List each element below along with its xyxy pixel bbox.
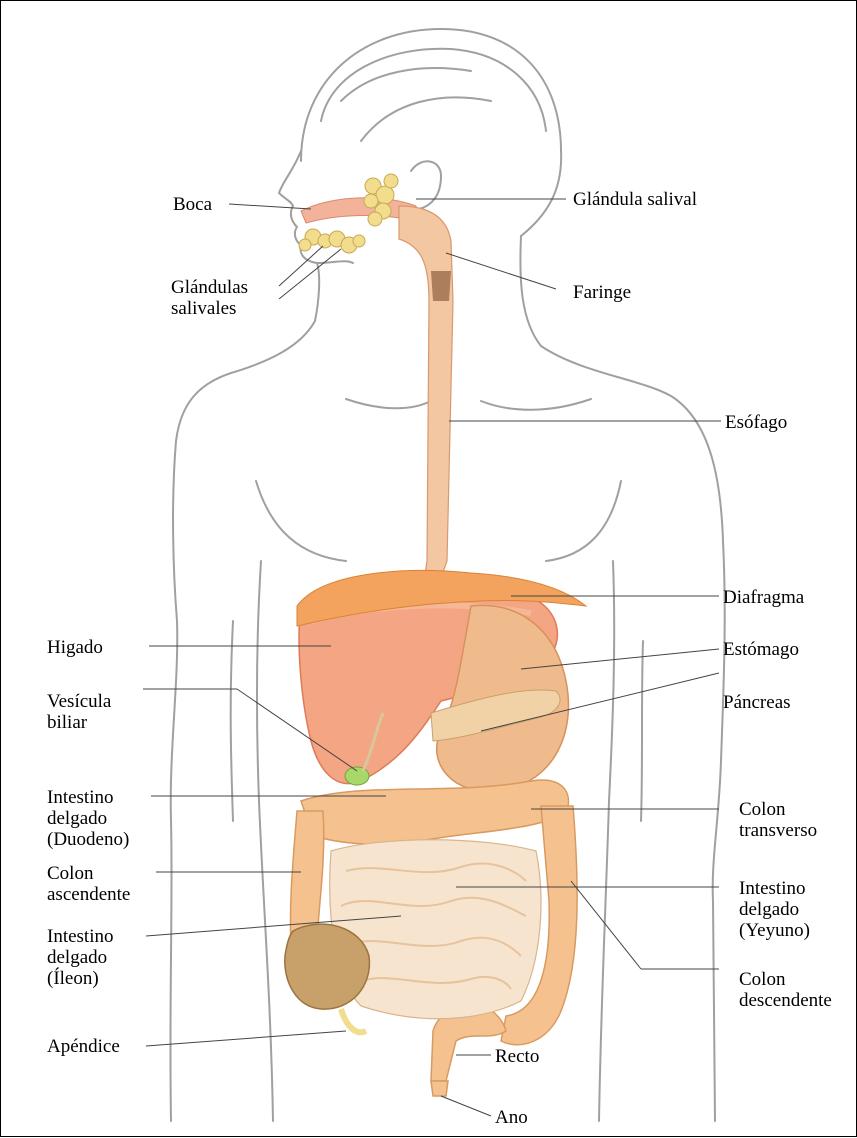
label-higado: Higado xyxy=(47,637,103,658)
label-colon-transverso: Colon transverso xyxy=(739,799,817,841)
label-intestino-duodeno: Intestino delgado (Duodeno) xyxy=(47,787,129,850)
label-boca: Boca xyxy=(173,194,212,215)
label-recto: Recto xyxy=(495,1046,539,1067)
label-vesicula-biliar: Vesícula biliar xyxy=(47,691,111,733)
label-glandulas-salivales: Glándulas salivales xyxy=(171,277,248,319)
label-intestino-yeyuno: Intestino delgado (Yeyuno) xyxy=(739,878,810,941)
label-ano: Ano xyxy=(495,1107,528,1128)
label-glandula-salival: Glándula salival xyxy=(573,189,697,210)
label-diafragma: Diafragma xyxy=(723,587,804,608)
label-apendice: Apéndice xyxy=(47,1036,120,1057)
label-esofago: Esófago xyxy=(725,412,787,433)
label-faringe: Faringe xyxy=(573,282,631,303)
cecum-and-appendix xyxy=(285,924,370,1032)
small-intestine xyxy=(330,840,541,1019)
label-colon-descendente: Colon descendente xyxy=(739,969,832,1011)
label-pancreas: Páncreas xyxy=(723,692,791,713)
label-estomago: Estómago xyxy=(723,639,799,660)
label-colon-ascendente: Colon ascendente xyxy=(47,863,130,905)
label-intestino-ileon: Intestino delgado (Íleon) xyxy=(47,926,114,989)
